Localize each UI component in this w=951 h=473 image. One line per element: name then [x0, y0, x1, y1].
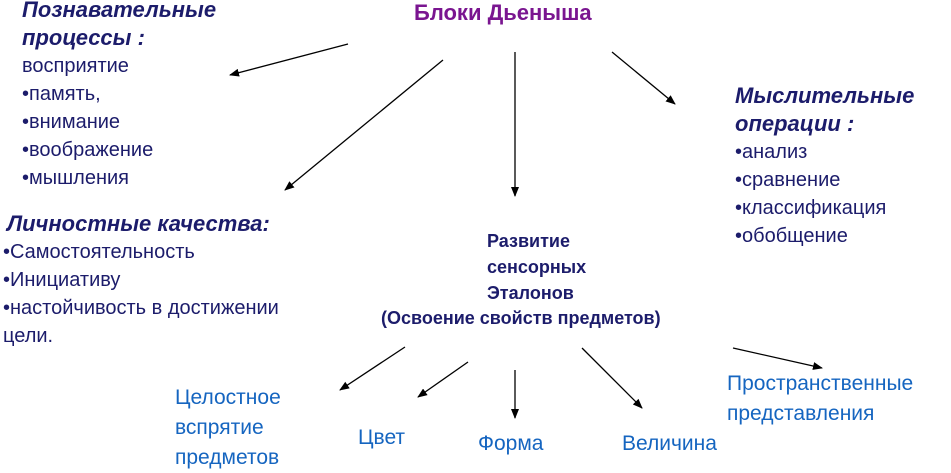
- cognitive-item: •память,: [22, 83, 101, 105]
- personal-item: •настойчивость в достижении: [3, 297, 279, 319]
- spatial-line: Пространственные: [727, 372, 914, 395]
- arrow-to-cognitive: [229, 43, 349, 77]
- center-subtitle: (Освоение свойств предметов): [381, 308, 661, 328]
- mental-heading-line1: Мыслительные: [735, 83, 915, 108]
- mental-heading-line2: операции :: [735, 111, 855, 136]
- cognitive-item: •воображение: [22, 139, 154, 161]
- holistic-line: Целостное: [175, 386, 281, 409]
- cognitive-heading-line2: процессы :: [22, 25, 145, 50]
- arrow-to-mental: [611, 51, 676, 105]
- center-line: Эталонов: [487, 283, 574, 303]
- arrow-to-size: [581, 347, 643, 409]
- cognitive-item: •мышления: [22, 167, 130, 189]
- personal-item: •Инициативу: [3, 269, 121, 291]
- mental-item: •анализ: [735, 141, 808, 163]
- diagram-title: Блоки Дьеныша: [414, 0, 592, 25]
- holistic-line: предметов: [175, 446, 280, 469]
- property-shape: Форма: [478, 432, 544, 455]
- personal-item: •Самостоятельность: [3, 241, 195, 263]
- cognitive-item: восприятие: [22, 55, 129, 77]
- cognitive-item: •внимание: [22, 111, 121, 133]
- holistic-line: вспрятие: [175, 416, 264, 439]
- personal-block: Личностные качества: •Самостоятельность …: [3, 210, 279, 350]
- cognitive-block: Познавательные процессы : восприятие •па…: [22, 0, 216, 192]
- arrow-to-holistic: [339, 346, 406, 391]
- center-block: Развитие сенсорных Эталонов: [487, 228, 586, 306]
- center-line: сенсорных: [487, 257, 587, 277]
- mental-item: •классификация: [735, 197, 887, 219]
- mental-item: •сравнение: [735, 169, 841, 191]
- center-line: Развитие: [487, 231, 570, 251]
- arrow-to-personal: [284, 59, 444, 191]
- mental-block: Мыслительные операции : •анализ •сравнен…: [735, 82, 914, 250]
- property-size: Величина: [622, 432, 717, 455]
- spatial-line: представления: [727, 402, 875, 425]
- personal-item: цели.: [3, 325, 54, 347]
- holistic-perception: Целостное вспрятие предметов: [175, 383, 281, 473]
- mental-item: •обобщение: [735, 225, 848, 247]
- property-color: Цвет: [358, 426, 406, 449]
- spatial-representations: Пространственные представления: [727, 369, 913, 429]
- arrow-to-color: [417, 361, 469, 398]
- personal-heading: Личностные качества:: [7, 211, 270, 236]
- arrow-to-spatial: [732, 347, 823, 370]
- cognitive-heading-line1: Познавательные: [22, 0, 217, 22]
